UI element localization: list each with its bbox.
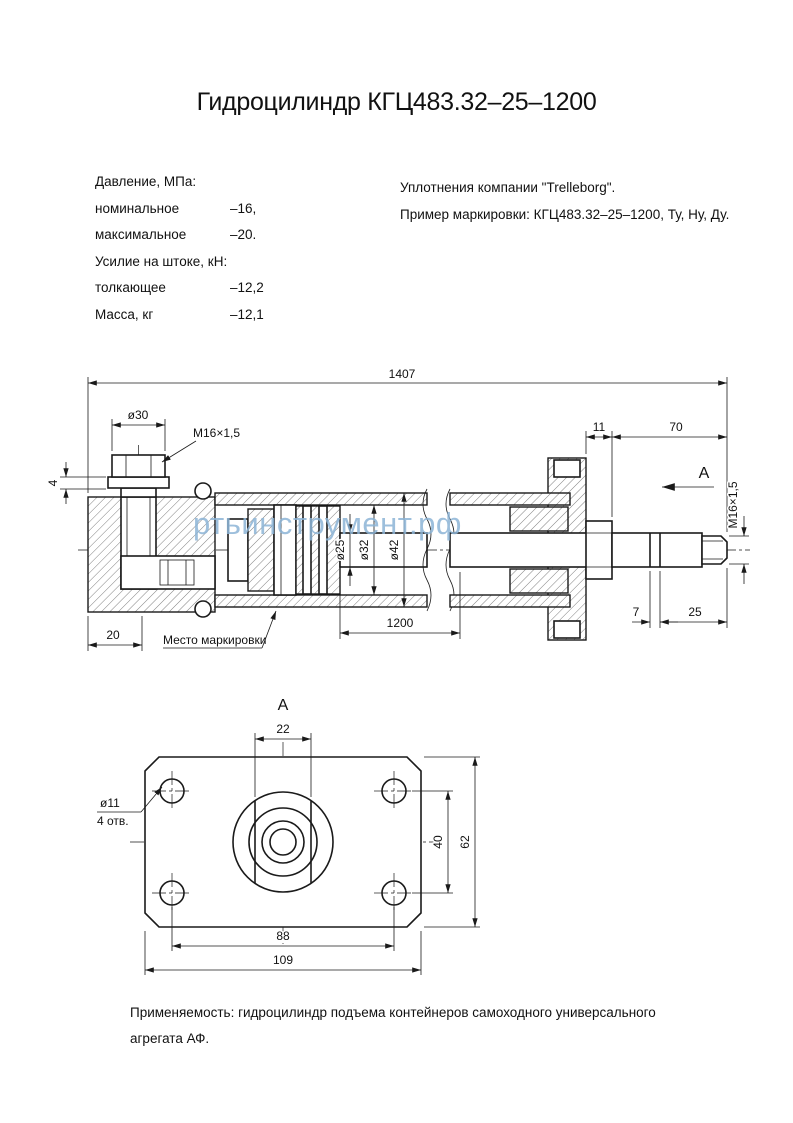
notes-block: Уплотнения компании "Trelleborg". Пример… [400,174,729,228]
rod-end [611,532,728,568]
base-block [87,482,216,618]
spec-row: Усилие на штоке, кН: [95,254,264,281]
dim-thread-length: 25 [688,605,702,619]
spec-row: Давление, МПа: [95,174,264,201]
watermark: ртьинструмент.рф [193,506,462,541]
section-label: А [278,697,289,714]
piston-rod-middle [449,532,613,568]
spec-row: номинальное –16, [95,201,264,228]
piston-rod-right [611,532,703,568]
gland-seal-bottom [509,568,569,594]
dim-port-thread: М16×1,5 [193,426,240,440]
spec-label: Усилие на штоке, кН: [95,253,228,269]
applicability-note: Применяемость: гидроцилиндр подъема конт… [130,1000,656,1052]
view-arrow-label: А [699,465,710,482]
spec-value: –12,2 [230,280,264,295]
dim-overall-length: 1407 [389,367,416,381]
dim-groove: 7 [633,605,640,619]
spec-value: –16, [230,200,257,216]
applicability-line-1: Применяемость: гидроцилиндр подъема конт… [130,1005,656,1020]
note-marking-example: Пример маркировки: КГЦ483.32–25–1200, Ту… [400,207,730,222]
section-view-a: А [96,696,480,975]
spec-row: максимальное –20. [95,227,264,254]
dim-width: 109 [273,953,293,967]
spec-label: Масса, кг [95,306,154,322]
hole-diameter-label: ø11 [100,796,120,810]
dim-flange-offset: 11 [593,420,606,434]
port-fitting [107,454,170,498]
dim-rod-extension: 70 [669,420,683,434]
dim-boss-height: 4 [46,479,60,486]
piston-rod-left [339,532,428,568]
bolt-holes [152,771,414,913]
dimensions-section: 22 ø11 4 отв. 40 62 88 109 [96,721,480,975]
dim-tube-diameter: ø42 [387,539,401,560]
dim-height: 62 [458,835,472,849]
spec-label: толкающее [95,280,166,295]
dim-bore-diameter: ø32 [357,539,371,560]
spec-value: –20. [230,227,257,242]
piston-assembly [227,504,341,596]
dim-base-width: 20 [106,628,120,642]
spec-row: Масса, кг –12,1 [95,307,264,334]
central-boss [232,791,334,893]
spec-value: –12,1 [230,306,264,322]
spec-label: Давление, МПа: [95,174,197,189]
spec-label: номинальное [95,200,180,216]
applicability-line-2: агрегата АФ. [130,1031,210,1046]
weld-boss-bottom [194,600,212,618]
weld-boss-top [194,482,212,500]
cylinder-tube-right [449,492,613,608]
dim-rod-diameter: ø25 [333,539,347,560]
spec-row: толкающее –12,2 [95,280,264,307]
dim-rod-thread: М16×1,5 [726,481,740,528]
marking-note: Место маркировки [163,633,266,647]
dim-hole-spacing-v: 40 [431,835,445,849]
dimensions-main: 1407 ø30 М16×1,5 4 11 70 А [45,366,749,651]
gland-collar [585,520,613,580]
main-view: 1407 ø30 М16×1,5 4 11 70 А [45,366,750,651]
rod-thread [701,535,728,565]
hole-count-label: 4 отв. [97,814,129,828]
spec-table: Давление, МПа: номинальное –16, максимал… [95,174,264,333]
flange-plate [144,756,422,928]
dim-flats: 22 [276,722,290,736]
drawing-title: Гидроцилиндр КГЦ483.32–25–1200 [196,88,597,116]
gland-seal-top [509,506,569,532]
dim-port-diameter: ø30 [128,408,149,422]
cylinder-tube-left [214,492,428,608]
dim-hole-spacing-h: 88 [276,929,290,943]
dim-stroke: 1200 [387,616,414,630]
note-seals: Уплотнения компании "Trelleborg". [400,180,616,195]
spec-label: максимальное [95,227,187,242]
